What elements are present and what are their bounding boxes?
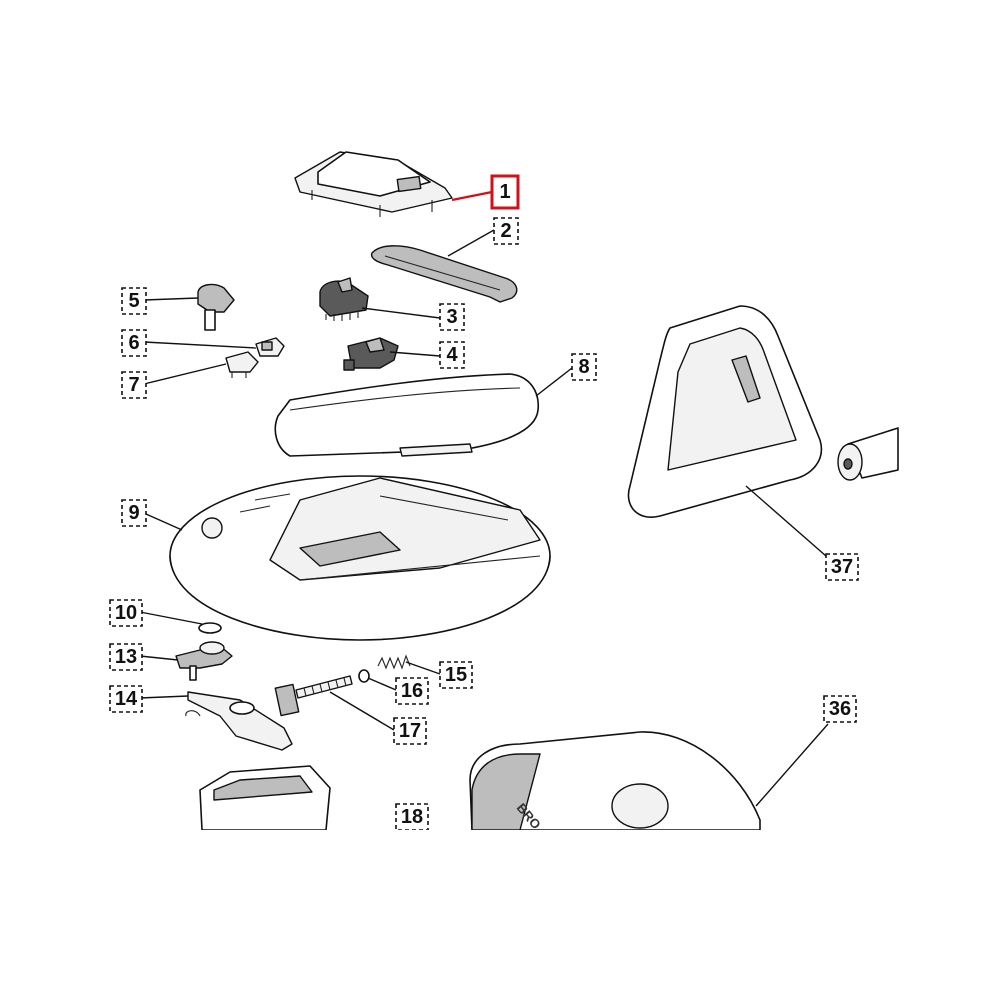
callout-37[interactable]: 37 bbox=[825, 553, 859, 581]
callout-9[interactable]: 9 bbox=[121, 499, 147, 527]
callout-2[interactable]: 2 bbox=[493, 217, 519, 245]
leader-36 bbox=[755, 723, 829, 807]
part-8-lid-cover[interactable] bbox=[274, 373, 539, 457]
leader-6 bbox=[143, 341, 257, 349]
leader-10 bbox=[139, 611, 203, 625]
callout-36-text: 36 bbox=[829, 698, 851, 720]
callout-13[interactable]: 13 bbox=[109, 643, 143, 671]
leader-1 bbox=[451, 190, 493, 202]
leader-17 bbox=[329, 691, 395, 731]
part-17-threaded-rod[interactable] bbox=[274, 675, 353, 717]
callout-13-text: 13 bbox=[115, 646, 137, 668]
callout-4[interactable]: 4 bbox=[439, 341, 465, 369]
leader-37 bbox=[745, 485, 827, 557]
callout-7-text: 7 bbox=[128, 374, 139, 396]
part-16-small-o-ring[interactable] bbox=[358, 669, 370, 683]
part-handle-tube[interactable] bbox=[837, 427, 899, 481]
callout-8-text: 8 bbox=[578, 356, 589, 378]
callout-17-text: 17 bbox=[399, 720, 421, 742]
leader-7 bbox=[143, 363, 227, 385]
callout-7[interactable]: 7 bbox=[121, 371, 147, 399]
leader-4 bbox=[389, 351, 441, 357]
callout-36[interactable]: 36 bbox=[823, 695, 857, 723]
callout-18[interactable]: 18 bbox=[395, 803, 429, 831]
callout-14-text: 14 bbox=[115, 688, 138, 710]
part-36-main-body[interactable]: BRO bbox=[469, 731, 761, 832]
leader-2 bbox=[447, 229, 495, 257]
part-15-spring[interactable] bbox=[377, 654, 411, 670]
callout-6[interactable]: 6 bbox=[121, 329, 147, 357]
callout-37-text: 37 bbox=[831, 556, 853, 578]
callout-3-text: 3 bbox=[446, 306, 457, 328]
callout-15-text: 15 bbox=[445, 664, 467, 686]
part-3-button-comb[interactable] bbox=[319, 277, 369, 321]
callout-3[interactable]: 3 bbox=[439, 303, 465, 331]
callout-1-text: 1 bbox=[499, 181, 510, 203]
part-37-triangle-frame[interactable] bbox=[627, 305, 823, 518]
part-13-valve[interactable] bbox=[175, 641, 233, 681]
callout-17[interactable]: 17 bbox=[393, 717, 427, 745]
callout-14[interactable]: 14 bbox=[109, 685, 143, 713]
crop-mask bbox=[0, 830, 1000, 1000]
leader-16 bbox=[367, 677, 397, 691]
part-9-base-plate[interactable] bbox=[169, 475, 551, 641]
part-18-lower-housing[interactable] bbox=[199, 765, 331, 831]
callout-2-text: 2 bbox=[500, 220, 511, 242]
callout-18-text: 18 bbox=[401, 806, 423, 828]
leader-5 bbox=[143, 297, 199, 301]
callout-16[interactable]: 16 bbox=[395, 677, 429, 705]
part-6-clip[interactable] bbox=[255, 337, 285, 357]
callout-5[interactable]: 5 bbox=[121, 287, 147, 315]
callout-9-text: 9 bbox=[128, 502, 139, 524]
leader-8 bbox=[535, 367, 573, 397]
callout-8[interactable]: 8 bbox=[571, 353, 597, 381]
callout-10-text: 10 bbox=[115, 602, 137, 624]
part-5-knob[interactable] bbox=[197, 283, 235, 331]
part-10-o-ring[interactable] bbox=[198, 622, 222, 634]
leader-15 bbox=[405, 661, 441, 675]
part-14-lever[interactable] bbox=[185, 691, 293, 751]
callout-6-text: 6 bbox=[128, 332, 139, 354]
part-2-gasket[interactable] bbox=[370, 245, 518, 303]
part-7-clip[interactable] bbox=[225, 351, 259, 378]
leader-14 bbox=[139, 695, 189, 699]
leader-9 bbox=[145, 513, 183, 531]
leader-3 bbox=[361, 307, 441, 319]
part-1-top-cap[interactable] bbox=[294, 151, 453, 217]
leader-13 bbox=[139, 655, 179, 661]
callout-4-text: 4 bbox=[446, 344, 458, 366]
leader-lines bbox=[139, 190, 829, 807]
callout-10[interactable]: 10 bbox=[109, 599, 143, 627]
callout-15[interactable]: 15 bbox=[439, 661, 473, 689]
callout-5-text: 5 bbox=[128, 290, 139, 312]
part-4-latch[interactable] bbox=[343, 337, 399, 371]
callout-16-text: 16 bbox=[401, 680, 423, 702]
callout-1[interactable]: 1 bbox=[490, 174, 520, 210]
